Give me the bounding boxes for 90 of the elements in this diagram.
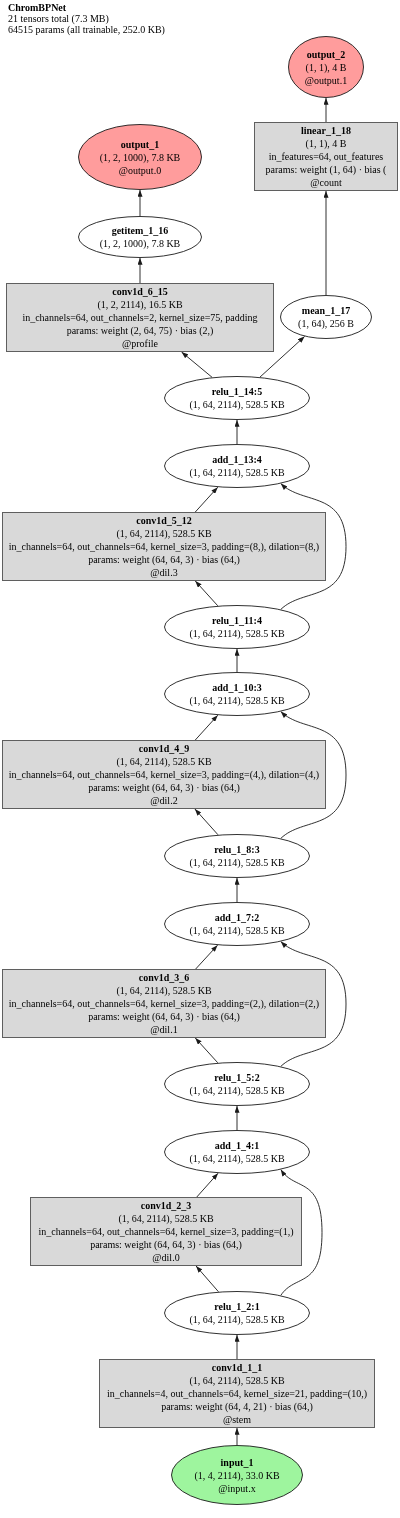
diagram-title: ChromBPNet (8, 2, 67, 13)
layer-name: linear_1_18 (301, 124, 351, 137)
module-path-label: @output.0 (118, 163, 162, 177)
tensor-ellipse (164, 605, 310, 649)
layer-arguments: in_channels=64, out_channels=64, kernel_size=3, padding=(1,) (38, 1225, 294, 1238)
module-path-label: @dil.0 (152, 1251, 180, 1264)
layer-name: relu_1_14:5 (211, 385, 263, 398)
layer-arguments: in_features=64, out_features (268, 150, 384, 163)
layer-arguments: in_channels=64, out_channels=2, kernel_size=75, padding (22, 311, 258, 324)
tensor-size-label: (1, 1), 4 B (305, 137, 347, 150)
tensor-ellipse (164, 1130, 310, 1174)
layer-arguments: in_channels=64, out_channels=64, kernel_size=3, padding=(2,), dilation=(2,) (8, 997, 320, 1010)
output-ellipse (78, 124, 202, 190)
layer-box (6, 283, 274, 352)
module-path-label: @dil.2 (150, 794, 178, 807)
tensor-ellipse (164, 376, 310, 420)
module-path-label: @output.1 (304, 73, 348, 87)
layer-name: relu_1_5:2 (214, 1071, 260, 1084)
module-path-label: @profile (122, 337, 158, 350)
tensor-size-label: (1, 64, 2114), 528.5 KB (118, 1212, 214, 1225)
layer-name: output_1 (120, 137, 160, 151)
tensor-ellipse (164, 902, 310, 946)
layer-name: conv1d_6_15 (112, 285, 168, 298)
parameter-summary: params: weight (64, 64, 3) · bias (64,) (90, 1238, 242, 1251)
layer-name: add_1_13:4 (212, 453, 262, 466)
module-path-label: @count (310, 176, 342, 189)
tensor-size-label: (1, 64, 2114), 528.5 KB (189, 694, 285, 707)
tensor-size-label: (1, 64, 2114), 528.5 KB (116, 755, 212, 768)
tensor-size-label: (1, 2, 2114), 16.5 KB (97, 298, 183, 311)
tensor-ellipse (164, 444, 310, 488)
layer-name: conv1d_4_9 (138, 742, 190, 755)
summary-line: 64515 params (all trainable, 252.0 KB) (8, 24, 165, 35)
input-ellipse (171, 1445, 303, 1505)
tensor-ellipse (164, 1062, 310, 1106)
module-path-label: @stem (222, 1413, 252, 1426)
tensor-size-label: (1, 64), 256 B (298, 317, 354, 330)
summary-line: 21 tensors total (7.3 MB) (8, 13, 109, 24)
module-path-label: @dil.3 (150, 566, 178, 579)
tensor-size-label: (1, 4, 2114), 33.0 KB (194, 1468, 280, 1482)
output-ellipse (288, 36, 364, 98)
tensor-size-label: (1, 64, 2114), 528.5 KB (116, 527, 212, 540)
tensor-size-label: (1, 64, 2114), 528.5 KB (189, 1374, 285, 1387)
tensor-ellipse (280, 295, 372, 339)
tensor-size-label: (1, 64, 2114), 528.5 KB (116, 984, 212, 997)
tensor-size-label: (1, 64, 2114), 528.5 KB (189, 856, 285, 869)
layer-name: mean_1_17 (301, 304, 351, 317)
parameter-summary: params: weight (2, 64, 75) · bias (2,) (66, 324, 214, 337)
layer-name: relu_1_8:3 (214, 843, 260, 856)
tensor-ellipse (164, 672, 310, 716)
tensor-ellipse (78, 216, 202, 258)
tensor-size-label: (1, 64, 2114), 528.5 KB (189, 1084, 285, 1097)
parameter-summary: params: weight (1, 64) · bias ( (265, 163, 387, 176)
layer-box (2, 512, 326, 581)
layer-name: relu_1_2:1 (214, 1300, 260, 1313)
parameter-summary: params: weight (64, 64, 3) · bias (64,) (88, 781, 240, 794)
layer-name: conv1d_3_6 (138, 971, 190, 984)
layer-name: conv1d_2_3 (140, 1199, 192, 1212)
tensor-size-label: (1, 1), 4 B (305, 60, 347, 74)
layer-name: conv1d_1_1 (211, 1361, 263, 1374)
tensor-size-label: (1, 2, 1000), 7.8 KB (99, 237, 181, 250)
layer-box (30, 1197, 302, 1266)
parameter-summary: params: weight (64, 64, 3) · bias (64,) (88, 553, 240, 566)
tensor-size-label: (1, 64, 2114), 528.5 KB (189, 1313, 285, 1326)
parameter-summary: params: weight (64, 4, 21) · bias (64,) (161, 1400, 313, 1413)
layer-name: input_1 (220, 1455, 254, 1469)
tensor-size-label: (1, 64, 2114), 528.5 KB (189, 1152, 285, 1165)
layer-box (254, 122, 398, 191)
tensor-size-label: (1, 64, 2114), 528.5 KB (189, 627, 285, 640)
tensor-size-label: (1, 64, 2114), 528.5 KB (189, 466, 285, 479)
layer-box (99, 1359, 375, 1428)
layer-arguments: in_channels=64, out_channels=64, kernel_size=3, padding=(8,), dilation=(8,) (8, 540, 320, 553)
tensor-size-label: (1, 64, 2114), 528.5 KB (189, 398, 285, 411)
layer-name: add_1_4:1 (214, 1139, 260, 1152)
layer-name: relu_1_11:4 (212, 614, 262, 627)
layer-arguments: in_channels=64, out_channels=64, kernel_size=3, padding=(4,), dilation=(4,) (8, 768, 320, 781)
layer-name: add_1_10:3 (212, 681, 262, 694)
parameter-summary: params: weight (64, 64, 3) · bias (64,) (88, 1010, 240, 1023)
module-path-label: @input.x (218, 1481, 256, 1495)
tensor-size-label: (1, 2, 1000), 7.8 KB (99, 150, 181, 164)
tensor-size-label: (1, 64, 2114), 528.5 KB (189, 924, 285, 937)
layer-name: add_1_7:2 (214, 911, 260, 924)
layer-name: output_2 (306, 47, 346, 61)
layer-box (2, 740, 326, 809)
tensor-ellipse (164, 834, 310, 878)
layer-name: getitem_1_16 (111, 224, 169, 237)
layer-arguments: in_channels=4, out_channels=64, kernel_size=21, padding=(10,) (107, 1387, 367, 1400)
tensor-ellipse (164, 1291, 310, 1335)
module-path-label: @dil.1 (150, 1023, 178, 1036)
layer-box (2, 969, 326, 1038)
layer-name: conv1d_5_12 (136, 514, 192, 527)
